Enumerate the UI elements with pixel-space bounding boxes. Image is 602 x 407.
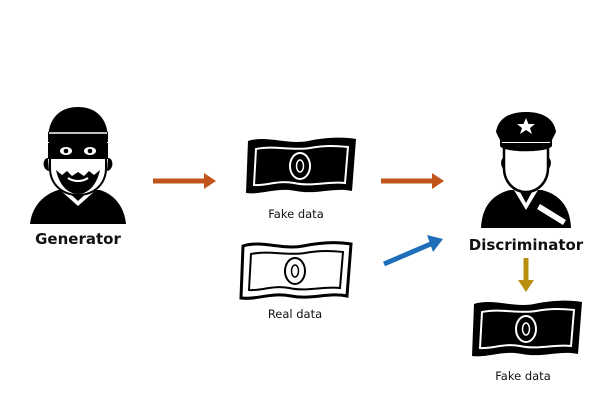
fake-banknote-icon (246, 137, 356, 194)
police-officer-icon (481, 112, 571, 228)
real-banknote-icon (239, 241, 353, 300)
thief-icon (30, 107, 126, 224)
arrow-fake-to-discriminator (381, 173, 444, 189)
fake-data-label-top: Fake data (268, 207, 324, 221)
arrow-real-to-discriminator (383, 235, 443, 267)
fake-data-label-bottom: Fake data (495, 369, 551, 383)
discriminator-label: Discriminator (469, 236, 584, 254)
arrow-discriminator-output (518, 258, 534, 292)
arrow-generator-to-fake (153, 173, 216, 189)
real-data-label: Real data (268, 307, 322, 321)
generator-label: Generator (35, 230, 121, 248)
fake-banknote-output-icon (472, 300, 582, 357)
